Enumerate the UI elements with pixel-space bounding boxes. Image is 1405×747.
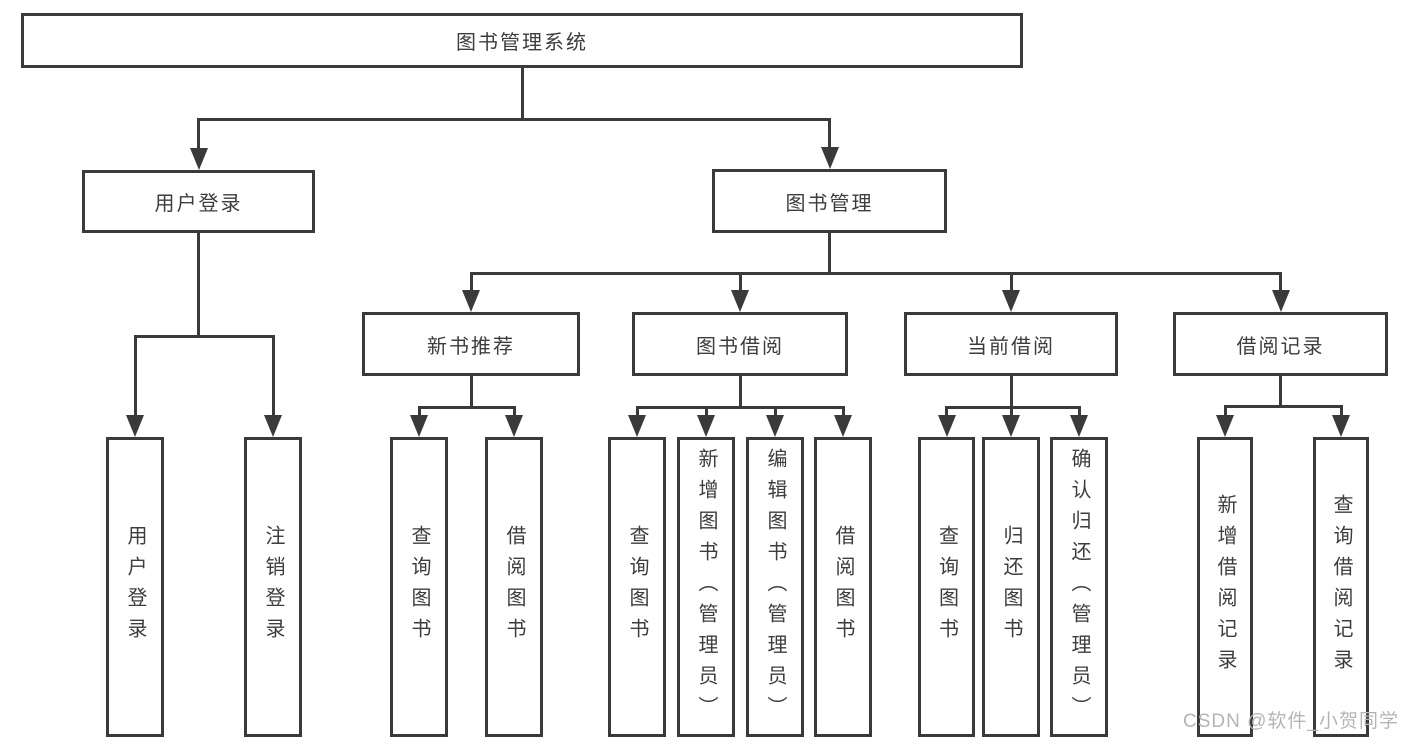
connector-line [828,231,831,275]
arrow-down-icon [937,415,956,437]
node-leaf-borrow-book-1: 借阅图书 [485,437,543,737]
node-label: 借阅图书 [832,525,854,649]
connector-line [469,374,473,409]
connector-line [417,406,516,409]
connector-line [133,335,275,338]
connector-line [828,118,831,149]
arrow-down-icon [505,415,523,437]
connector-line [417,406,421,417]
node-label: 当前借阅 [967,335,1055,358]
node-leaf-confirm-return: 确认归还（管理员） [1050,437,1108,737]
node-label: 查询图书 [935,525,958,649]
node-leaf-query-borrow-record: 查询借阅记录 [1313,437,1369,737]
node-label: 查询图书 [408,525,430,649]
connector-line [197,118,831,121]
arrow-down-icon [731,290,749,312]
connector-line [469,272,473,292]
node-label: 编辑图书（管理员） [764,447,786,727]
arrow-down-icon [189,148,208,170]
node-label: 图书管理系统 [456,32,588,54]
connector-line [469,272,1282,275]
arrow-down-icon [697,415,715,437]
arrow-down-icon [628,415,646,437]
node-leaf-user-login: 用户登录 [106,437,164,737]
node-label: 图书借阅 [696,335,784,358]
connector-line [1279,272,1282,292]
node-label: 用户登录 [124,525,146,649]
node-leaf-query-book-3: 查询图书 [918,437,975,737]
connector-line [635,406,639,417]
arrow-down-icon [410,415,428,437]
connector-line [773,406,777,417]
node-label: 新书推荐 [427,335,515,358]
node-root: 图书管理系统 [21,13,1023,68]
node-leaf-borrow-book-2: 借阅图书 [814,437,872,737]
connector-line [738,272,742,292]
node-label: 图书管理 [785,192,874,215]
node-label: 注销登录 [262,525,284,649]
connector-line [512,406,516,417]
connector-line [841,406,845,417]
node-label: 查询借阅记录 [1330,494,1352,680]
connector-line [1009,374,1013,409]
arrow-down-icon [1271,290,1290,312]
arrow-down-icon [834,415,852,437]
connector-line [1223,405,1343,408]
connector-line [520,66,524,121]
connector-line [945,406,1081,409]
node-leaf-add-book: 新增图书（管理员） [677,437,735,737]
node-book-borrowing: 图书借阅 [632,312,848,376]
node-label: 用户登录 [154,193,243,215]
connector-line [133,335,137,417]
connector-line [738,374,742,409]
arrow-down-icon [820,147,839,169]
node-new-book-recommend: 新书推荐 [362,312,580,376]
arrow-down-icon [264,415,282,437]
node-leaf-logout: 注销登录 [244,437,302,737]
arrow-down-icon [1070,415,1088,437]
connector-line [1223,405,1227,417]
connector-line [1339,405,1343,417]
connector-line [1077,406,1081,417]
node-label: 新增借阅记录 [1214,494,1236,680]
node-label: 借阅图书 [503,525,525,649]
node-label: 归还图书 [1000,525,1022,649]
node-leaf-query-book-2: 查询图书 [608,437,666,737]
connector-line [704,406,708,417]
connector-line [945,406,948,417]
node-label: 查询图书 [626,525,648,649]
node-user-login: 用户登录 [82,170,315,233]
arrow-down-icon [1002,290,1020,312]
connector-line [635,406,845,409]
connector-line [197,231,200,338]
connector-line [1009,406,1013,417]
arrow-down-icon [766,415,784,437]
arrow-down-icon [1216,415,1234,437]
connector-line [1009,272,1013,292]
node-leaf-query-book-1: 查询图书 [390,437,448,737]
connector-line [271,335,275,417]
arrow-down-icon [1332,415,1350,437]
node-leaf-return-book: 归还图书 [982,437,1040,737]
connector-line [1279,374,1282,408]
node-current-borrowing: 当前借阅 [904,312,1118,376]
node-leaf-add-borrow-record: 新增借阅记录 [1197,437,1253,737]
node-label: 确认归还（管理员） [1068,447,1090,727]
csdn-watermark: CSDN @软件_小贺同学 [1183,711,1399,732]
node-label: 借阅记录 [1236,335,1325,358]
node-leaf-edit-book: 编辑图书（管理员） [746,437,804,737]
node-borrow-records: 借阅记录 [1173,312,1388,376]
arrow-down-icon [126,415,144,437]
arrow-down-icon [1002,415,1020,437]
node-label: 新增图书（管理员） [695,447,717,727]
arrow-down-icon [462,290,480,312]
node-book-management: 图书管理 [712,169,947,233]
connector-line [197,118,200,150]
